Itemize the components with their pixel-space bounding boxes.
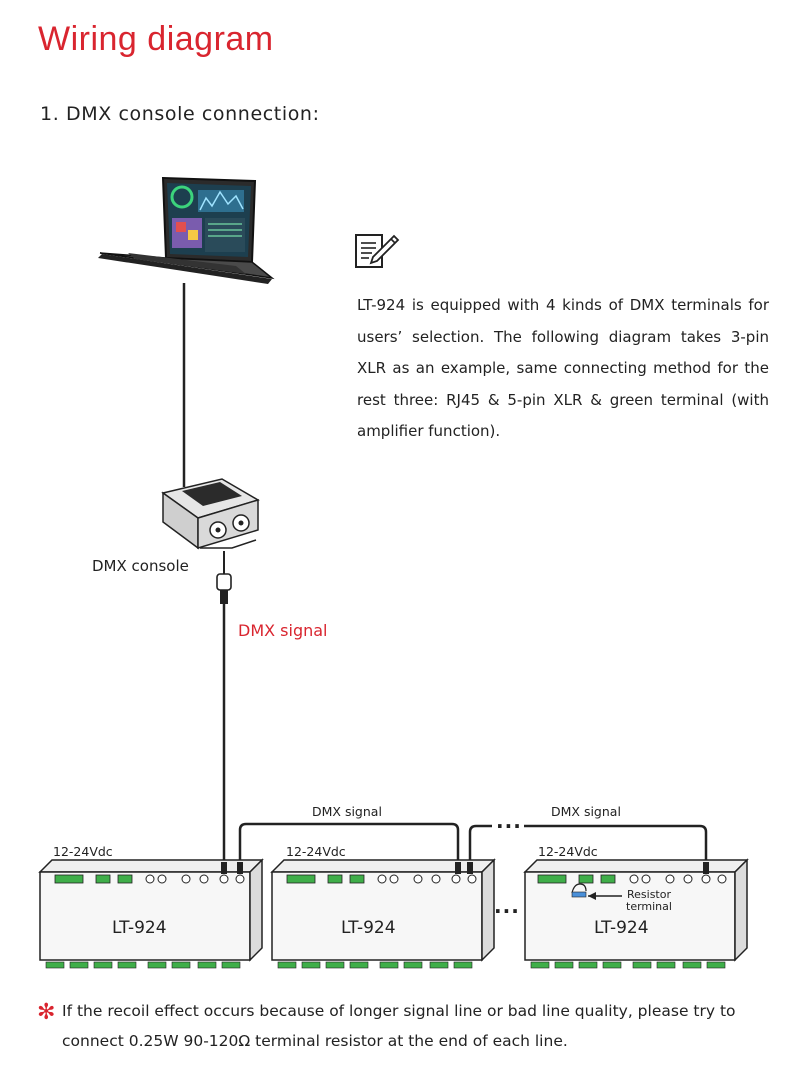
link-signal-label-2: DMX signal bbox=[551, 804, 621, 819]
ellipsis-middle: ... bbox=[494, 894, 520, 918]
note-text: LT-924 is equipped with 4 kinds of DMX t… bbox=[357, 296, 769, 440]
asterisk-icon: ✻ bbox=[37, 1000, 56, 1025]
main-signal-label: DMX signal bbox=[238, 621, 328, 640]
laptop-icon bbox=[98, 176, 275, 284]
controller-2-model: LT-924 bbox=[341, 918, 396, 938]
link-signal-label-1: DMX signal bbox=[312, 804, 382, 819]
resistor-label-line2: terminal bbox=[626, 900, 672, 913]
console-label: DMX console bbox=[92, 557, 189, 575]
controller-2-graphic bbox=[270, 858, 496, 969]
controller-1-voltage: 12-24Vdc bbox=[53, 844, 113, 859]
footnote-text: If the recoil effect occurs because of l… bbox=[62, 1002, 736, 1050]
note-pencil-icon bbox=[355, 234, 400, 268]
xlr-plug-icon bbox=[216, 551, 232, 604]
controller-1-graphic bbox=[38, 858, 264, 969]
ellipsis-top: ... bbox=[496, 809, 522, 833]
controller-1-model: LT-924 bbox=[112, 918, 167, 938]
controller-2-voltage: 12-24Vdc bbox=[286, 844, 346, 859]
controller-3-graphic bbox=[523, 858, 749, 969]
dmx-console-icon bbox=[161, 478, 260, 550]
page-title: Wiring diagram bbox=[38, 20, 274, 58]
section-heading: 1. DMX console connection: bbox=[40, 103, 320, 125]
controller-3-voltage: 12-24Vdc bbox=[538, 844, 598, 859]
controller-3-model: LT-924 bbox=[594, 918, 649, 938]
resistor-label-line1: Resistor bbox=[627, 888, 671, 901]
